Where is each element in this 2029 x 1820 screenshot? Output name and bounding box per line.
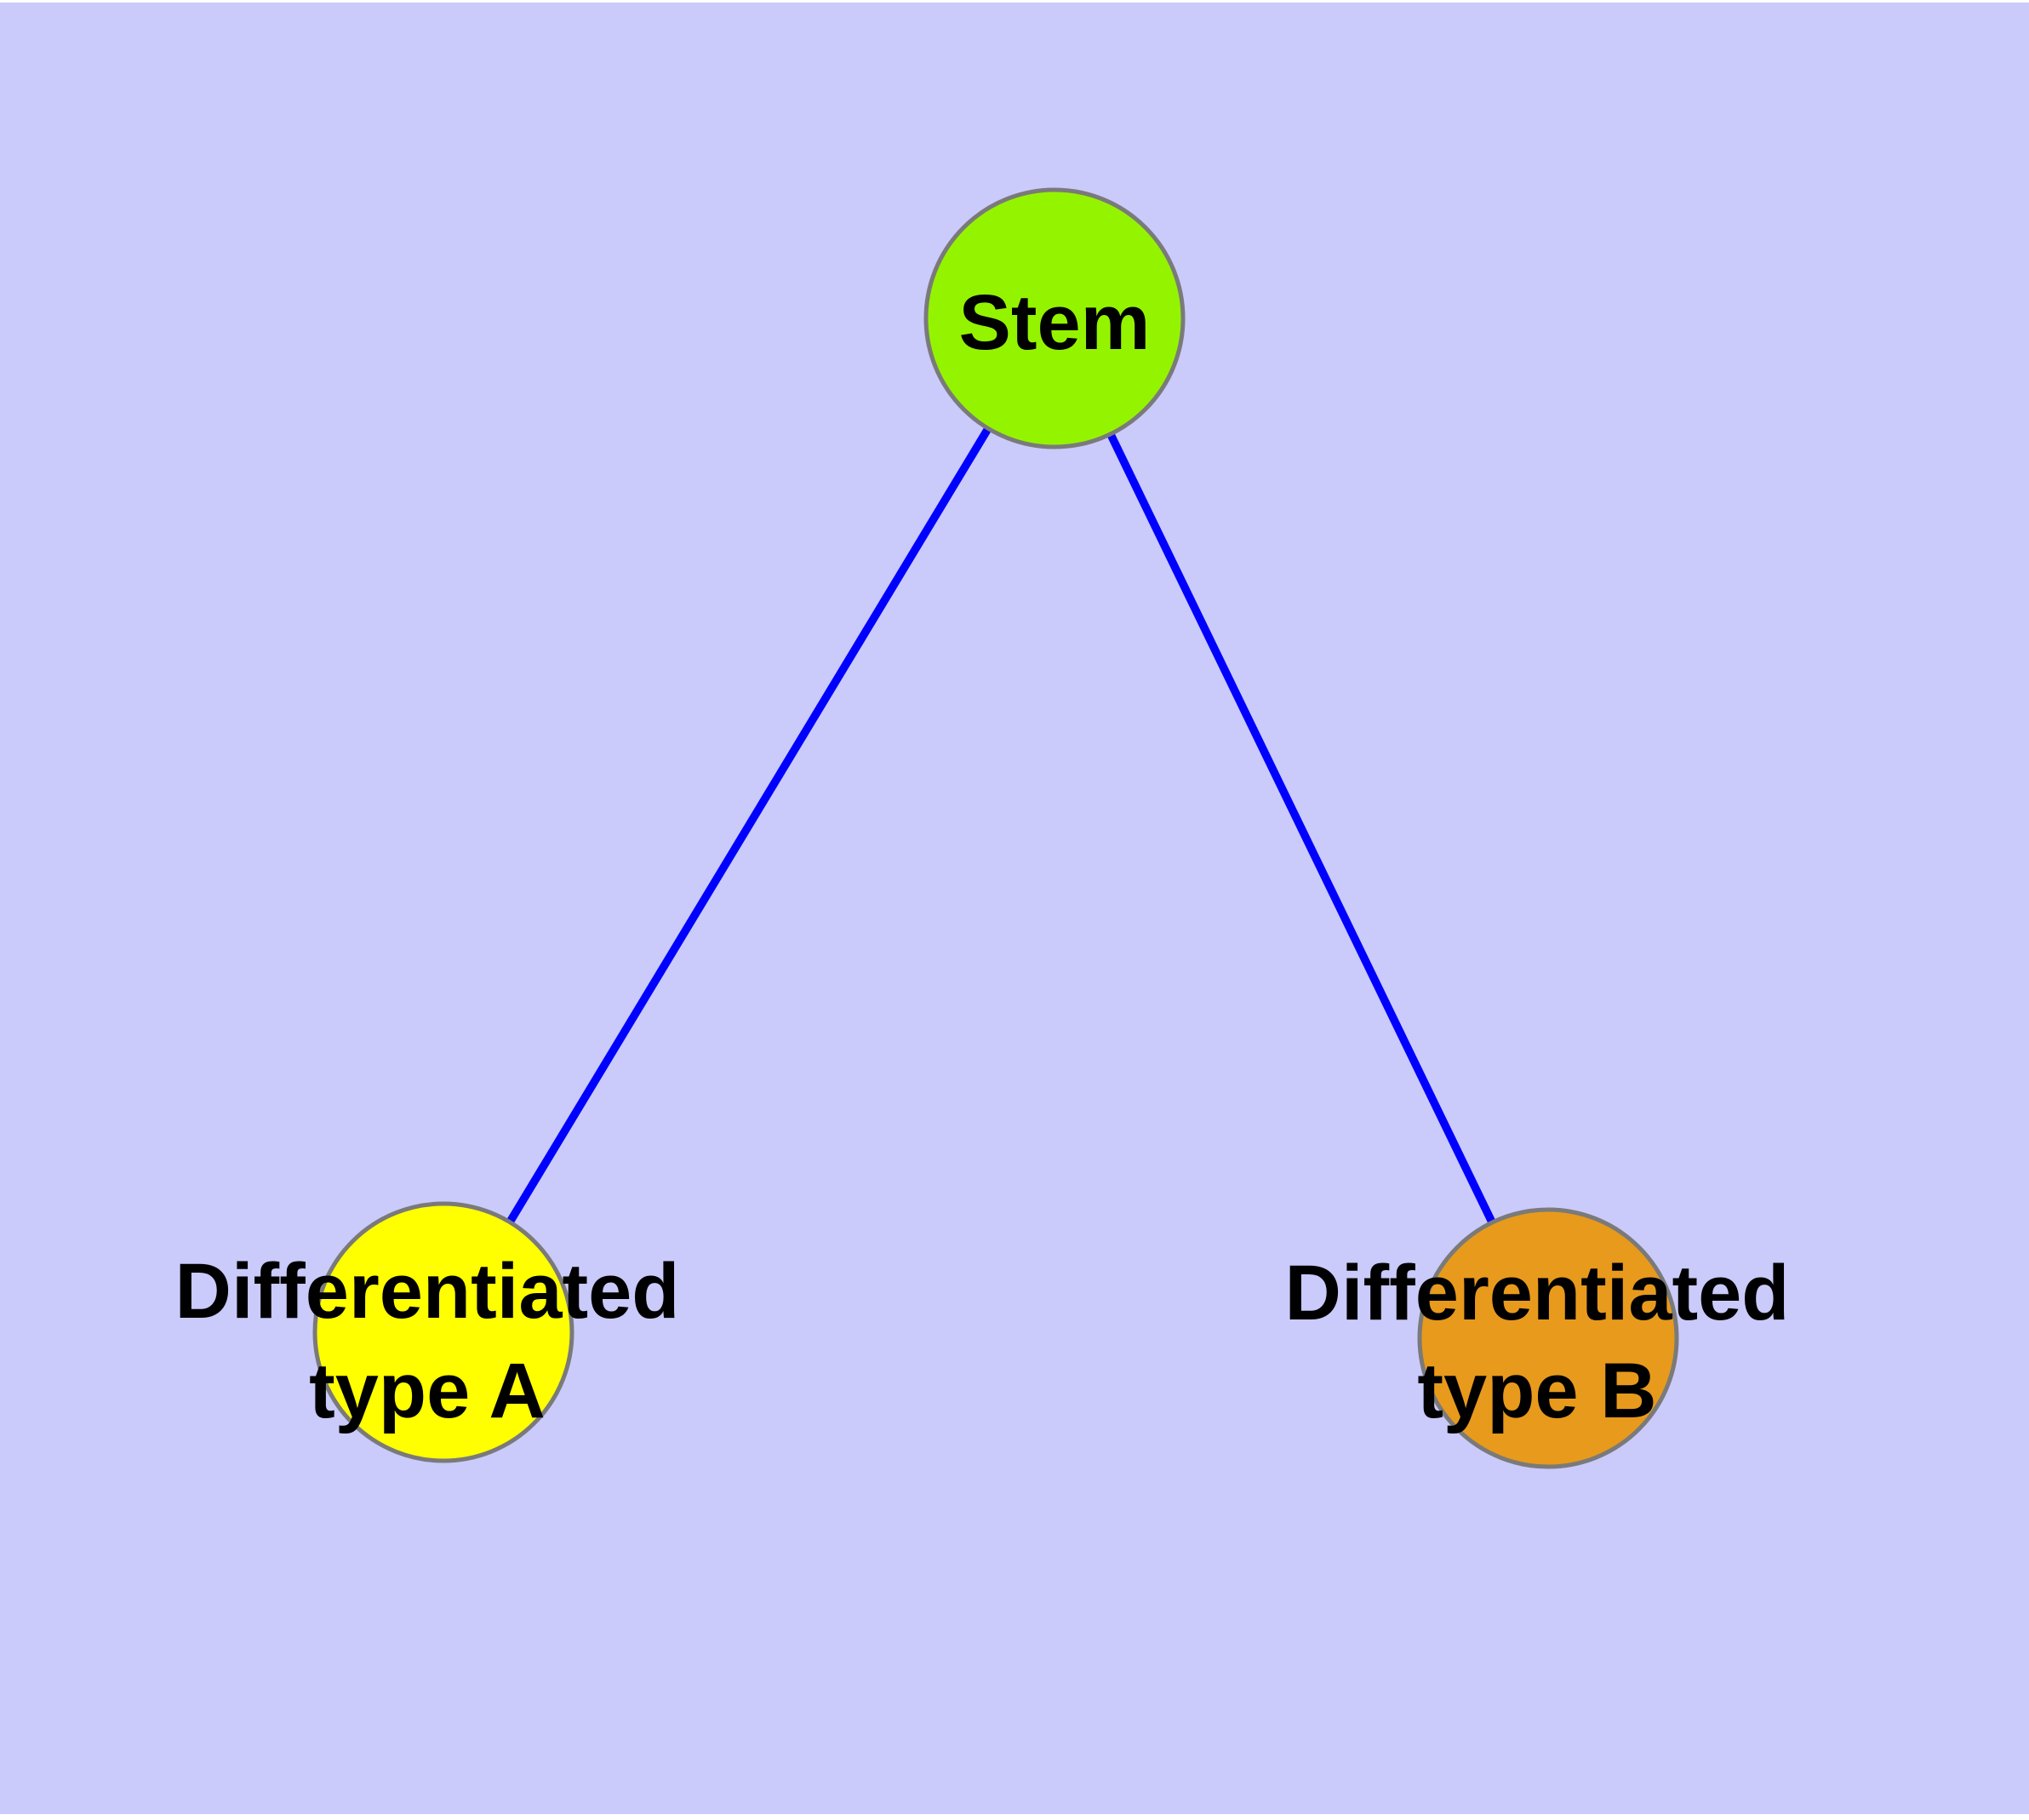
node-differentiated-type-a (312, 1201, 574, 1463)
node-differentiated-type-b (1417, 1207, 1679, 1469)
node-type-b-label-line1: Differentiated (1285, 1250, 1790, 1336)
node-type-a-label-line1: Differentiated (175, 1248, 680, 1335)
node-stem (923, 187, 1186, 449)
node-type-b-label-line2: type B (1417, 1348, 1656, 1434)
node-type-a-label-line2: type A (309, 1348, 546, 1434)
edge-stem-to-type-b (1050, 316, 1552, 1341)
edge-stem-to-type-a (439, 316, 1059, 1335)
node-stem-label: Stem (959, 279, 1151, 366)
